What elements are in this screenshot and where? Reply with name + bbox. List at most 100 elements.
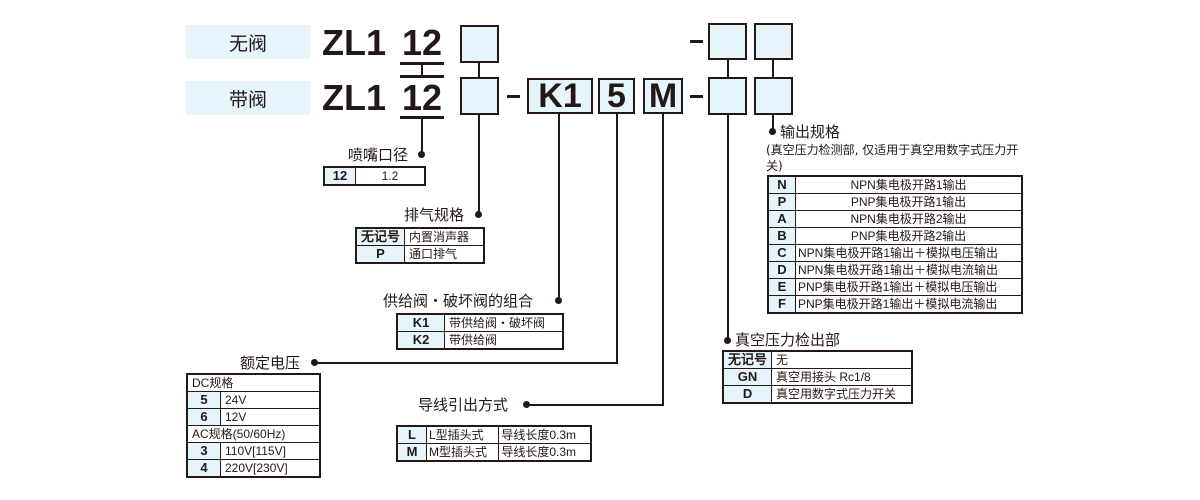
table-row: 4 220V[230V]	[186, 459, 321, 478]
nozzle-dot	[418, 151, 425, 158]
exhaust-dot	[475, 211, 482, 218]
table-row: K2 带供给阀	[396, 331, 564, 350]
table-row: AC规格(50/60Hz)	[186, 425, 321, 443]
output-box-row1	[754, 23, 793, 60]
valve-combo-code-cell: K2	[396, 331, 445, 350]
vacuum-detect-value: 无	[771, 350, 913, 369]
nozzle-table: 12 1.2	[323, 166, 426, 186]
output-note: (真空压力检测部, 仅适用于真空用数字式压力开关)	[766, 143, 1019, 173]
dash-1	[507, 95, 520, 98]
voltage-code-cell: 6	[186, 408, 221, 426]
nozzle-underline-row1	[400, 62, 444, 65]
valve-combo-code: K1	[538, 77, 582, 115]
lead-wire-value: 导线长度0.3m	[498, 425, 592, 444]
nozzle-code-row1: 12	[402, 22, 443, 63]
output-code-cell: C	[767, 244, 796, 262]
output-connector	[772, 60, 774, 77]
voltage-leader-h	[314, 362, 618, 364]
table-row: L L型插头式 导线长度0.3m	[396, 425, 592, 444]
exhaust-leader	[478, 115, 480, 214]
lead-wire-box: M	[643, 78, 683, 114]
table-row: GN 真空用接头 Rc1/8	[722, 368, 913, 386]
lead-wire-title: 导线引出方式	[418, 396, 509, 414]
voltage-table: DC规格 5 24V 6 12V AC规格(50/60Hz) 3 110V[11…	[186, 373, 321, 478]
valve-combo-table: K1 带供给阀・破坏阀 K2 带供给阀	[396, 313, 564, 350]
valve-combo-dot	[555, 297, 562, 304]
vacuum-detect-dot	[724, 337, 731, 344]
label-with-valve-text: 带阀	[228, 88, 267, 111]
exhaust-code: P	[355, 245, 406, 264]
label-no-valve-text: 无阀	[228, 32, 267, 55]
voltage-leader-v	[616, 114, 618, 364]
table-row: 5 24V	[186, 391, 321, 409]
valve-combo-code-cell: K1	[396, 313, 445, 332]
voltage-title: 额定电压	[240, 354, 301, 372]
table-row: P 通口排气	[355, 245, 485, 264]
model-name-row1: ZL1	[322, 22, 387, 63]
output-value: PNP集电极开路2输出	[795, 227, 1023, 245]
valve-combo-value: 带供给阀・破坏阀	[444, 313, 564, 332]
vacuum-detect-code-cell: D	[722, 385, 773, 404]
output-code-cell: A	[767, 210, 796, 228]
vacuum-detect-connector	[727, 60, 729, 77]
valve-combo-box: K1	[527, 78, 593, 114]
lead-wire-value: 导线长度0.3m	[498, 443, 592, 462]
table-row: 无记号 内置消声器	[355, 227, 485, 246]
vacuum-detect-leader	[727, 115, 729, 340]
output-code-cell: E	[767, 278, 796, 296]
label-no-valve: 无阀	[186, 25, 310, 59]
table-row: K1 带供给阀・破坏阀	[396, 313, 564, 332]
output-code-cell: N	[767, 175, 796, 194]
valve-combo-title: 供给阀・破坏阀的组合	[383, 292, 534, 310]
model-name-row2: ZL1	[322, 77, 387, 118]
vacuum-detect-code-cell: GN	[722, 368, 773, 386]
output-value: PNP集电极开路1输出	[795, 193, 1023, 211]
nozzle-code-row2: 12	[402, 77, 443, 118]
table-row: D 真空用数字式压力开关	[722, 385, 913, 404]
output-value: PNP集电极开路1输出＋模拟电压输出	[795, 278, 1023, 296]
output-code-cell: B	[767, 227, 796, 245]
nozzle-title: 喷嘴口径	[348, 146, 409, 164]
table-row: 6 12V	[186, 408, 321, 426]
voltage-dc-header: DC规格	[186, 373, 321, 392]
lead-wire-leader-h	[526, 404, 664, 406]
output-code-cell: D	[767, 261, 796, 279]
voltage-value: 220V[230V]	[220, 459, 321, 478]
voltage-value: 24V	[220, 391, 321, 409]
lead-wire-table: L L型插头式 导线长度0.3m M M型插头式 导线长度0.3m	[396, 425, 592, 462]
output-box-row2	[754, 77, 793, 115]
exhaust-table: 无记号 内置消声器 P 通口排气	[355, 227, 485, 264]
table-row: 3 110V[115V]	[186, 442, 321, 460]
exhaust-connector	[478, 63, 480, 77]
voltage-box: 5	[598, 78, 635, 114]
table-row: 无记号 无	[722, 350, 913, 369]
table-row: M M型插头式 导线长度0.3m	[396, 443, 592, 462]
exhaust-code: 无记号	[355, 227, 406, 246]
voltage-code-cell: 5	[186, 391, 221, 409]
voltage-value: 12V	[220, 408, 321, 426]
vacuum-detect-title: 真空压力检出部	[735, 331, 841, 349]
output-value: PNP集电极开路1输出＋模拟电流输出	[795, 295, 1023, 314]
nozzle-value: 1.2	[355, 166, 426, 186]
exhaust-value: 内置消声器	[404, 227, 485, 246]
voltage-value: 110V[115V]	[220, 442, 321, 460]
output-value: NPN集电极开路2输出	[795, 210, 1023, 228]
valve-combo-leader	[558, 114, 560, 300]
output-title: 输出规格	[780, 123, 841, 141]
vacuum-detect-value: 真空用数字式压力开关	[771, 385, 913, 404]
output-value: NPN集电极开路1输出＋模拟电流输出	[795, 261, 1023, 279]
output-code-cell: F	[767, 295, 796, 314]
label-with-valve: 带阀	[186, 81, 310, 115]
vacuum-detect-table: 无记号 无 GN 真空用接头 Rc1/8 D 真空用数字式压力开关	[722, 350, 913, 404]
nozzle-connector	[421, 64, 423, 76]
voltage-code: 5	[607, 77, 626, 115]
nozzle-overline-row2	[400, 75, 444, 78]
output-value: NPN集电极开路1输出＋模拟电压输出	[795, 244, 1023, 262]
voltage-dot	[311, 359, 318, 366]
